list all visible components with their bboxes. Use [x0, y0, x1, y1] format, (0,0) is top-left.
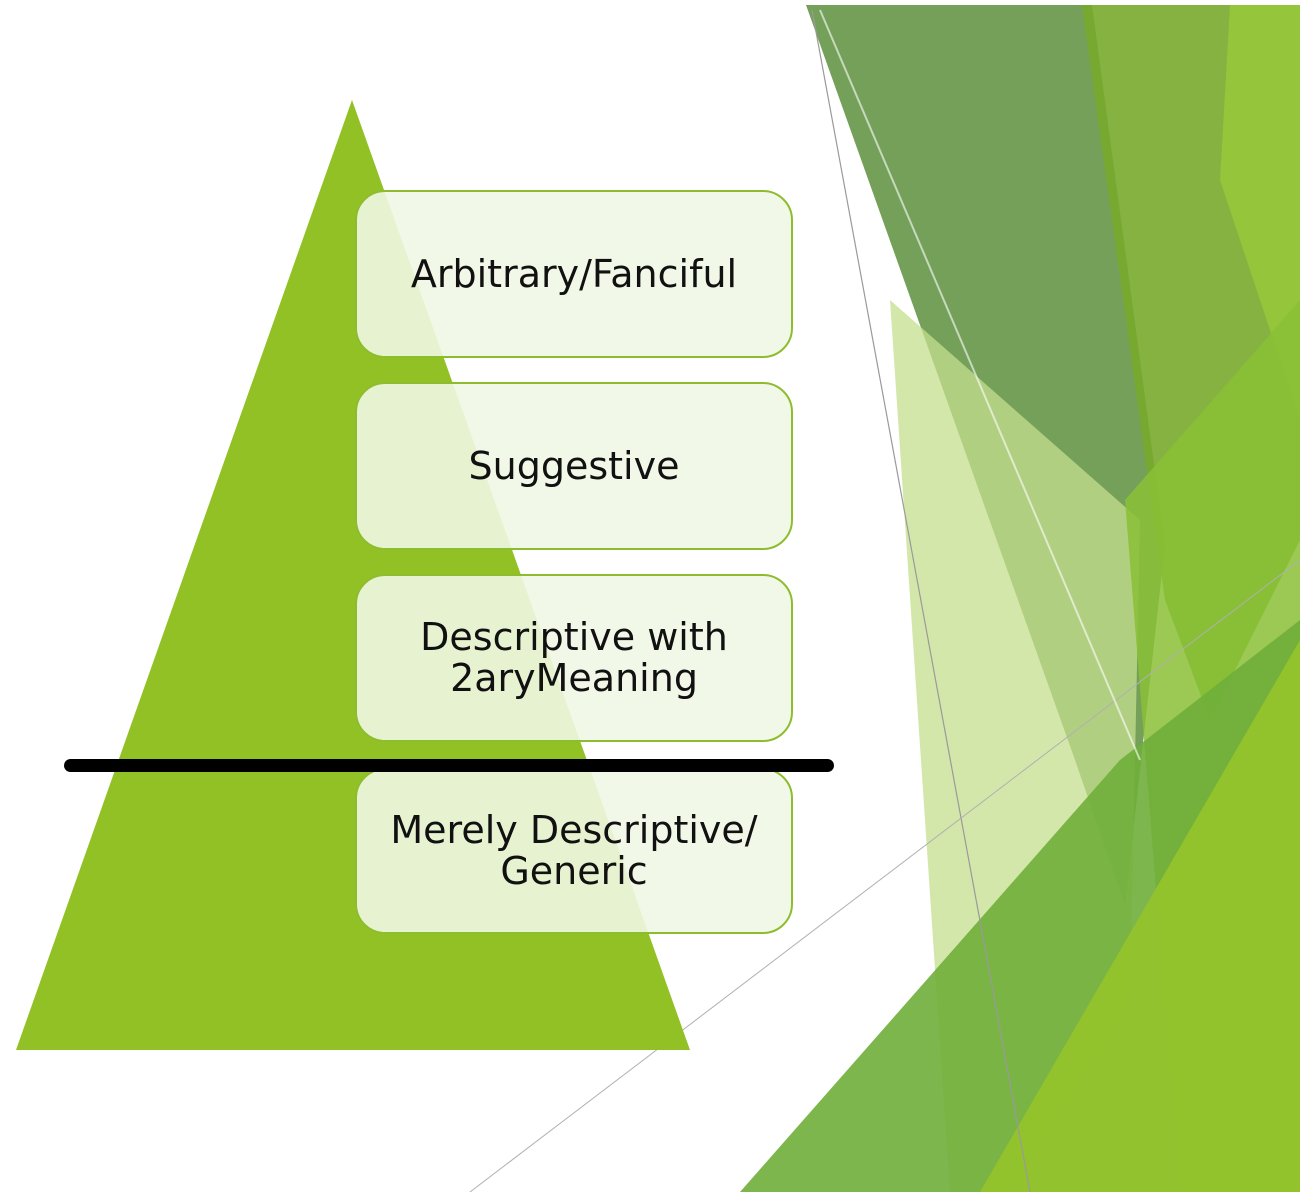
facet-thin-line-2 [469, 559, 1300, 1192]
tier-label: Descriptive with 2aryMeaning [420, 615, 728, 700]
facet-thin-line-1 [811, 9, 1031, 1192]
tier-descriptive-secondary-meaning: Descriptive with 2aryMeaning [355, 574, 793, 742]
facet-bright-green-top [1220, 5, 1300, 420]
tier-merely-descriptive-generic: Merely Descriptive/ Generic [355, 768, 793, 934]
protectability-divider [64, 759, 834, 772]
tier-arbitrary-fanciful: Arbitrary/Fanciful [355, 190, 793, 358]
tier-suggestive: Suggestive [355, 382, 793, 550]
facet-thin-line-3 [819, 9, 1141, 761]
tier-label: Suggestive [468, 443, 680, 488]
tier-label: Arbitrary/Fanciful [410, 251, 738, 296]
facet-bottom-bright [980, 640, 1300, 1192]
tier-label: Merely Descriptive/ Generic [390, 808, 758, 893]
